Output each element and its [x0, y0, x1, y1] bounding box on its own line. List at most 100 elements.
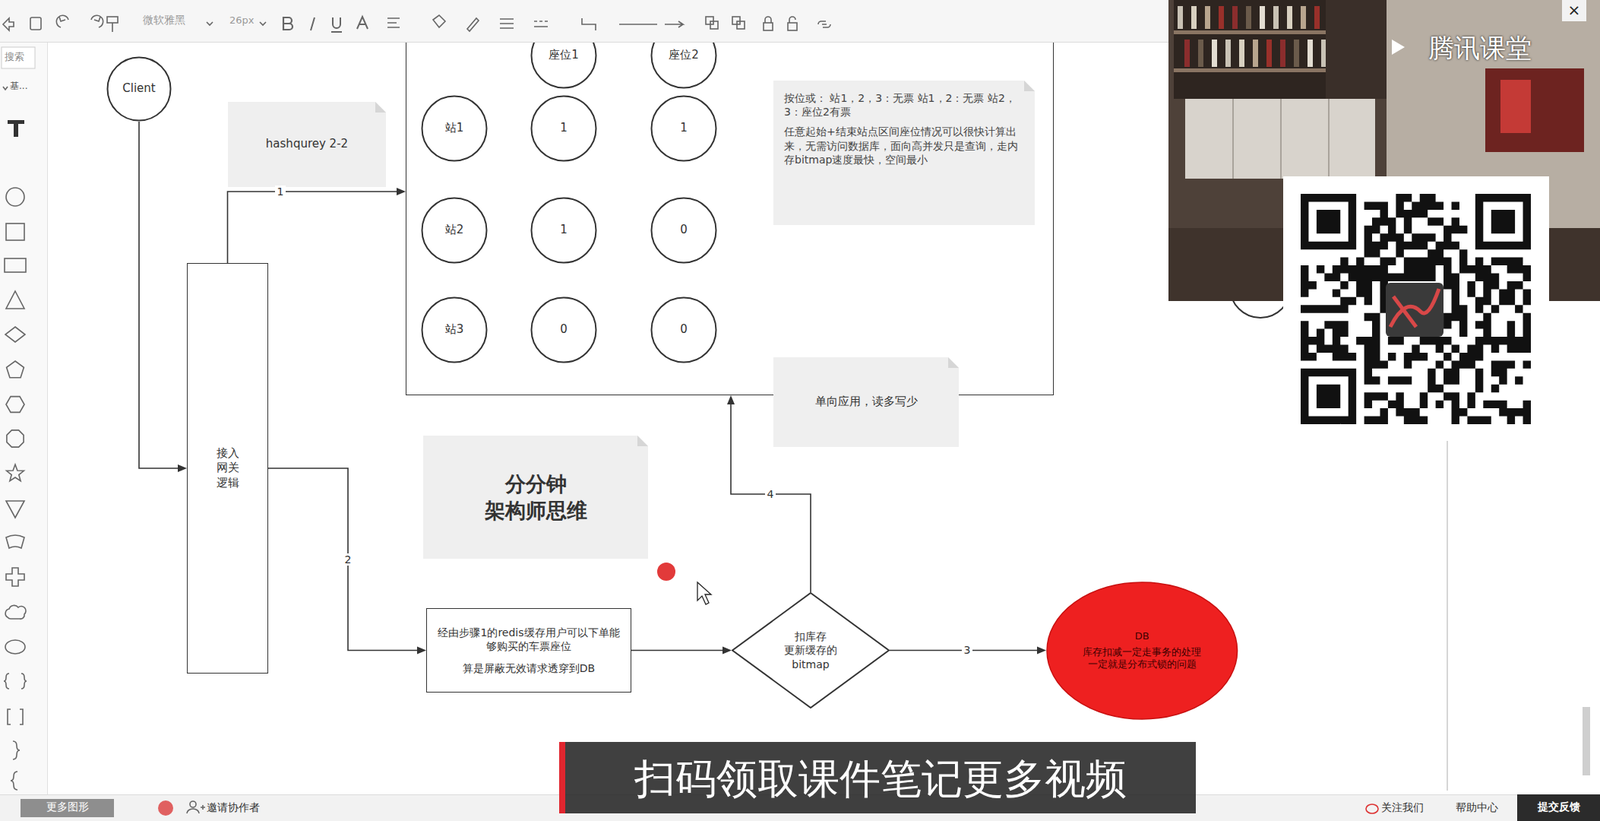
text-tool-icon — [13, 120, 19, 137]
node-text: 0 — [679, 222, 688, 238]
arrow-icon — [664, 21, 684, 28]
dropdown-caret — [259, 22, 266, 26]
star-tool — [6, 464, 25, 481]
dash-icon — [534, 21, 548, 27]
shelf — [1173, 30, 1326, 35]
book — [1232, 6, 1238, 29]
decision-diamond: 扣库存 更新缓存的 bitmap — [731, 591, 890, 709]
connector-line — [631, 649, 725, 652]
toolbar-icon — [30, 17, 42, 30]
book — [1314, 6, 1320, 29]
note-paper — [423, 435, 649, 559]
underline-icon — [331, 17, 342, 32]
book — [1198, 39, 1204, 67]
node-text: DB — [1135, 629, 1150, 643]
note-paper — [227, 101, 386, 187]
ellipse-outline — [1046, 581, 1238, 719]
book — [1245, 6, 1252, 29]
octagon-tool — [6, 430, 24, 447]
oval-tool — [5, 639, 26, 654]
book — [1293, 39, 1300, 67]
circle-outline — [422, 96, 487, 162]
connector-line — [139, 121, 180, 468]
circle-outline — [422, 198, 487, 263]
qr-modules — [1300, 193, 1531, 424]
client-circle: Client — [106, 56, 172, 122]
cloud-tool — [5, 604, 26, 619]
note-fold — [375, 101, 386, 113]
redo-icon — [91, 15, 104, 28]
invite-icon — [189, 800, 197, 807]
node-outline — [423, 435, 649, 559]
station-circle: 站3 — [420, 296, 488, 364]
book — [1273, 6, 1279, 29]
format-painter-icon — [111, 22, 114, 32]
ui-label: 帮助中心 — [1455, 800, 1499, 816]
edge-label: 3 — [961, 643, 974, 657]
connector-line — [227, 191, 399, 263]
station-circle: 站2 — [420, 196, 488, 264]
mouse-cursor — [697, 581, 712, 604]
node-text: 库存扣减一定走事务的处理 一定就是分布式锁的问题 — [1079, 645, 1205, 672]
circle-outline — [531, 297, 597, 363]
shelf-item — [1500, 79, 1531, 133]
node-text: hashqurey 2-2 — [265, 136, 348, 152]
front-icon — [705, 16, 714, 25]
qr-logo — [1390, 288, 1439, 327]
note-box: 按位或： 站1，2，3：无票 站1，2：无票 站2，3：座位2有票任意起始+结束… — [773, 80, 1035, 225]
triangle-tool — [6, 290, 25, 309]
ui-label: 腾讯课堂 — [1428, 30, 1532, 67]
bit-circle: 1 — [530, 94, 598, 162]
rect-tool — [4, 258, 26, 272]
node-text: 座位1 — [548, 47, 579, 64]
ui-label: × — [1562, 0, 1587, 21]
ui-label: 提交反馈 — [1517, 799, 1600, 815]
node-text: 站2 — [445, 222, 465, 238]
shelf-item — [1485, 68, 1585, 152]
note-box: hashqurey 2-2 — [227, 101, 386, 187]
font-color-icon — [357, 16, 368, 29]
line-weight-icon — [499, 18, 514, 29]
bit-circle: 0 — [530, 296, 598, 364]
node-text: Client — [122, 81, 155, 97]
book — [1266, 39, 1272, 67]
note-paper — [773, 80, 1035, 225]
edge-label: 2 — [342, 553, 355, 567]
edge-label: 1 — [275, 185, 287, 199]
play-icon — [1391, 39, 1405, 55]
bold-icon — [283, 17, 293, 30]
connector — [227, 187, 407, 263]
toolbar-icon — [3, 18, 14, 31]
ui-label: 搜索 — [4, 50, 25, 64]
dropdown-caret — [206, 22, 213, 26]
link-icon — [818, 21, 831, 28]
brace-tool — [3, 673, 27, 689]
node-text: 1 — [559, 222, 568, 238]
connector — [631, 646, 732, 655]
gateway-box: 接入 网关 逻辑 — [186, 262, 269, 674]
connector — [268, 467, 427, 655]
bookshelf — [1325, 0, 1387, 99]
book — [1286, 6, 1293, 29]
book — [1259, 6, 1265, 29]
book — [1300, 6, 1306, 29]
pentagon-tool — [6, 360, 25, 378]
cross-tool — [6, 567, 25, 586]
book — [1321, 39, 1327, 67]
book — [1184, 39, 1190, 67]
node-text: 0 — [559, 322, 568, 338]
circle-outline — [651, 297, 717, 363]
edge-label: 4 — [765, 487, 777, 501]
front-icon — [710, 21, 718, 29]
book — [1252, 39, 1259, 67]
unlock-icon — [787, 22, 797, 31]
book — [1218, 6, 1224, 29]
book — [1177, 6, 1183, 29]
inverted-triangle-tool — [6, 500, 25, 518]
circle-outline — [422, 297, 487, 363]
book — [1225, 39, 1231, 67]
station-circle: 站1 — [420, 94, 488, 162]
dropdown-caret — [3, 86, 8, 90]
note-paper — [773, 357, 959, 447]
